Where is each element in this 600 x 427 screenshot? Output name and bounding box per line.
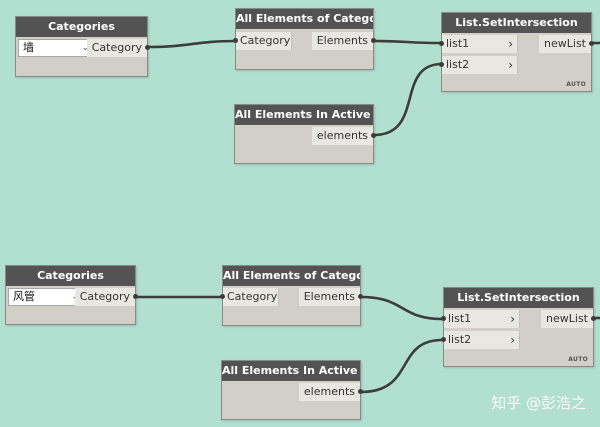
node-title: All Elements of Category [236,9,373,29]
port-label: elements [303,385,355,398]
categories-node[interactable]: Categories 墙 ⌄ Category [15,16,150,77]
node-title: List.SetIntersection [442,13,591,33]
chevron-right-icon: › [508,37,513,51]
port-label: Elements [316,34,368,47]
output-port-elements[interactable]: elements [311,127,376,145]
port-label: list1 [446,37,470,50]
watermark-text: 知乎 @彭浩之 [491,394,586,412]
wire-elements-to-list1[interactable] [360,295,443,321]
port-dot [591,316,596,321]
port-label: Category [79,290,130,303]
category-dropdown[interactable]: 墙 ⌄ [18,39,94,57]
port-label: Category [227,290,278,303]
port-label: newList [544,37,586,50]
output-port-newlist[interactable]: newList [539,35,594,53]
output-port-category[interactable]: Category [86,39,150,57]
output-port-category[interactable]: Category [74,288,138,306]
list-set-intersection-node[interactable]: List.SetIntersection list1 › list2 › new… [439,12,594,92]
categories-node[interactable]: Categories 风管 ⌄ Category [5,265,138,325]
port-dot [441,337,446,342]
node-title: All Elements of Category [223,266,360,286]
port-label: newList [546,312,588,325]
port-dot [220,294,225,299]
port-dot [145,45,150,50]
all-elements-of-category-node[interactable]: All Elements of Category Category Elemen… [233,8,376,70]
all-elements-of-category-node[interactable]: All Elements of Category Category Elemen… [220,265,363,326]
input-port-category[interactable]: Category [233,32,292,50]
all-elements-in-active-view-node[interactable]: All Elements In Active View elements [221,360,363,420]
node-title: All Elements In Active View [222,361,360,381]
wire-view-elements-to-list2[interactable] [373,62,443,137]
port-label: list2 [448,333,472,346]
input-port-list2[interactable]: list2 › [439,56,518,74]
list-set-intersection-node[interactable]: List.SetIntersection list1 › list2 › new… [441,287,596,367]
wire-view-elements-to-list2[interactable] [360,338,443,394]
output-port-elements[interactable]: Elements [298,288,363,306]
port-dot [358,389,363,394]
node-title: All Elements In Active View [235,105,373,125]
port-dot [441,316,446,321]
node-title: Categories [6,266,135,286]
input-port-list1[interactable]: list1 › [441,310,520,328]
dropdown-value: 墙 [23,41,34,54]
port-dot [439,62,444,67]
chevron-right-icon: › [510,333,515,347]
port-label: Elements [303,290,355,303]
input-port-list2[interactable]: list2 › [441,331,520,349]
wire-elements-to-list1[interactable] [373,39,443,45]
output-port-newlist[interactable]: newList [541,310,596,328]
port-label: elements [316,129,368,142]
lacing-badge: AUTO [566,81,586,88]
input-port-list1[interactable]: list1 › [439,35,518,53]
node-title: List.SetIntersection [444,288,593,308]
port-label: list2 [446,58,470,71]
dropdown-value: 风管 [13,290,35,303]
port-label: Category [240,34,291,47]
port-dot [589,41,594,46]
wire-categories-to-category-input[interactable] [147,39,237,49]
port-label: list1 [448,312,472,325]
port-dot [371,133,376,138]
chevron-down-icon: ⌄ [81,43,89,53]
port-dot [439,41,444,46]
port-dot [358,294,363,299]
port-dot [133,294,138,299]
lacing-badge: AUTO [568,356,588,363]
port-label: Category [91,41,142,54]
chevron-right-icon: › [510,312,515,326]
chevron-right-icon: › [508,58,513,72]
output-port-elements[interactable]: elements [298,383,363,401]
port-dot [233,38,238,43]
category-dropdown[interactable]: 风管 ⌄ [8,288,84,306]
output-port-elements[interactable]: Elements [311,32,376,50]
all-elements-in-active-view-node[interactable]: All Elements In Active View elements [234,104,376,164]
node-title: Categories [16,17,147,37]
input-port-category[interactable]: Category [220,288,279,306]
port-dot [371,38,376,43]
